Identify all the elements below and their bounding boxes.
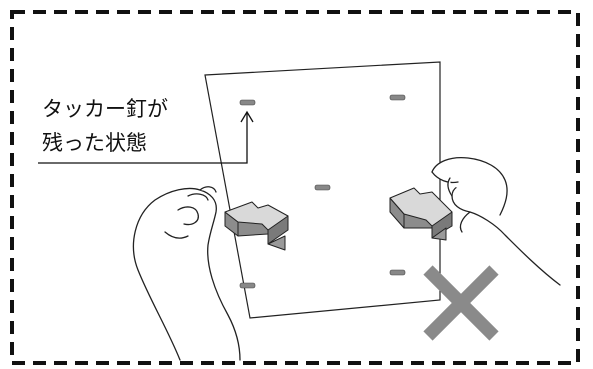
staple-nail xyxy=(389,94,406,101)
staple-nail xyxy=(314,184,331,191)
staple-nail xyxy=(389,269,406,276)
hand-right xyxy=(431,156,561,286)
pull-arrow-right xyxy=(389,187,453,241)
staple-nails xyxy=(239,94,406,289)
dashed-frame xyxy=(10,10,580,365)
staple-nail xyxy=(239,99,256,106)
callout-text-line2: 残った状態 xyxy=(42,131,147,155)
callout-text-line1: タッカー釘が xyxy=(42,97,168,121)
hand-left xyxy=(132,186,241,361)
x-mark-icon xyxy=(423,265,499,341)
staple-nail xyxy=(239,282,256,289)
pull-arrow-left xyxy=(224,201,289,251)
callout-leader xyxy=(38,110,254,164)
